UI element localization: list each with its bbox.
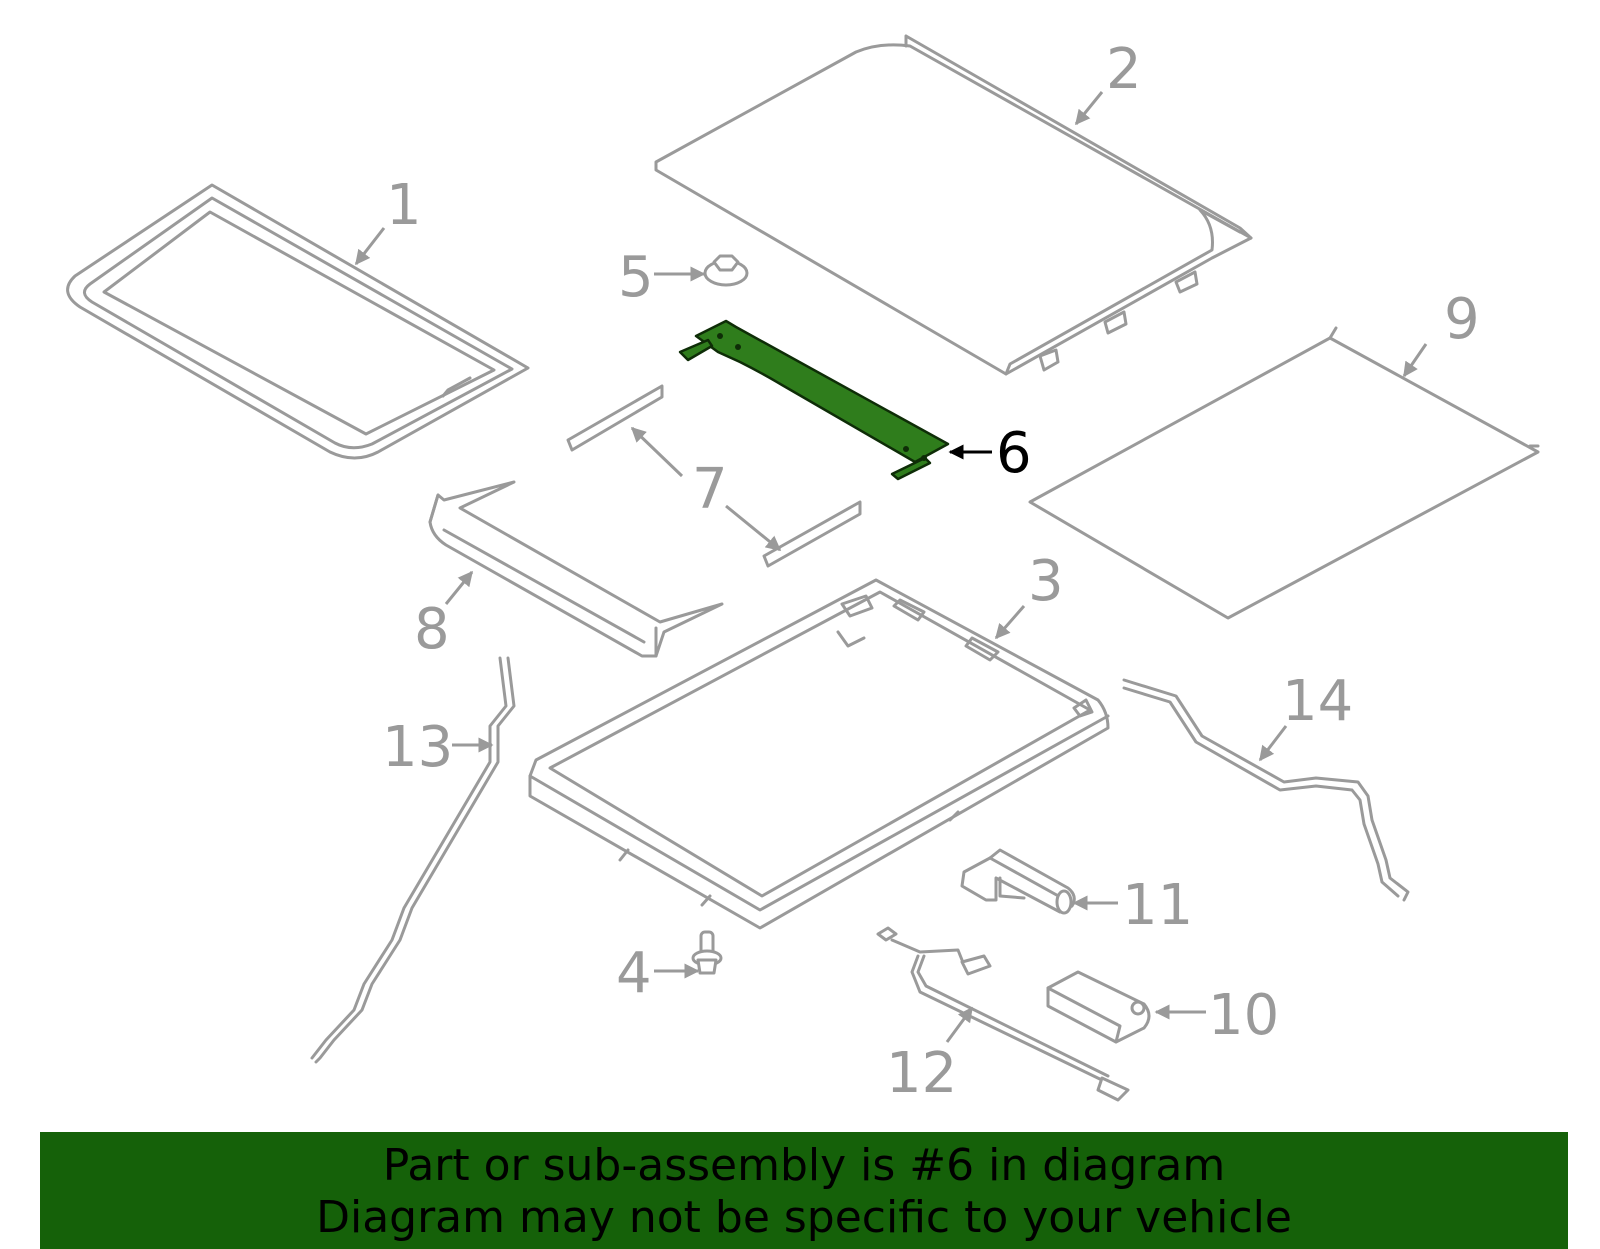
callout-12: 12 <box>886 1041 957 1106</box>
callout-8: 8 <box>414 597 450 662</box>
callout-5: 5 <box>618 245 654 310</box>
part-1-glass-frame <box>66 183 530 460</box>
callout-9: 9 <box>1444 287 1480 352</box>
part-5-nut <box>703 254 749 287</box>
callout-3: 3 <box>1028 549 1064 614</box>
info-banner: Part or sub-assembly is #6 in diagram Di… <box>40 1132 1568 1249</box>
leader-lines <box>354 91 1428 1043</box>
callout-13: 13 <box>382 715 453 780</box>
part-8-wind-deflector <box>428 480 724 658</box>
banner-line-2: Diagram may not be specific to your vehi… <box>316 1192 1292 1243</box>
part-10-module <box>1046 970 1151 1044</box>
callout-7: 7 <box>692 457 728 522</box>
banner-line-1: Part or sub-assembly is #6 in diagram <box>382 1140 1226 1191</box>
part-6-roof-bow-highlighted <box>678 319 950 481</box>
callout-labels: 1 2 3 4 5 6 7 8 9 10 11 12 13 14 <box>382 37 1480 1106</box>
callout-1: 1 <box>386 173 422 238</box>
callout-2: 2 <box>1106 37 1142 102</box>
part-13-drain-hose <box>310 656 516 1064</box>
callout-11: 11 <box>1122 873 1193 938</box>
part-11-motor <box>960 848 1076 915</box>
parts-diagram: 1 2 3 4 5 6 7 8 9 10 11 12 13 14 <box>66 34 1540 1106</box>
callout-6: 6 <box>996 421 1032 486</box>
callout-14: 14 <box>1282 669 1353 734</box>
part-14-drain-hose <box>1122 678 1410 902</box>
part-2-roof-glass <box>654 34 1253 376</box>
callout-4: 4 <box>616 941 652 1006</box>
part-12-wire-harness <box>876 926 1130 1102</box>
part-9-sunshade <box>1028 326 1540 620</box>
callout-10: 10 <box>1208 983 1279 1048</box>
part-4-bolt <box>691 930 723 975</box>
part-7-strips <box>566 384 862 568</box>
part-3-sunroof-frame <box>528 578 1110 930</box>
